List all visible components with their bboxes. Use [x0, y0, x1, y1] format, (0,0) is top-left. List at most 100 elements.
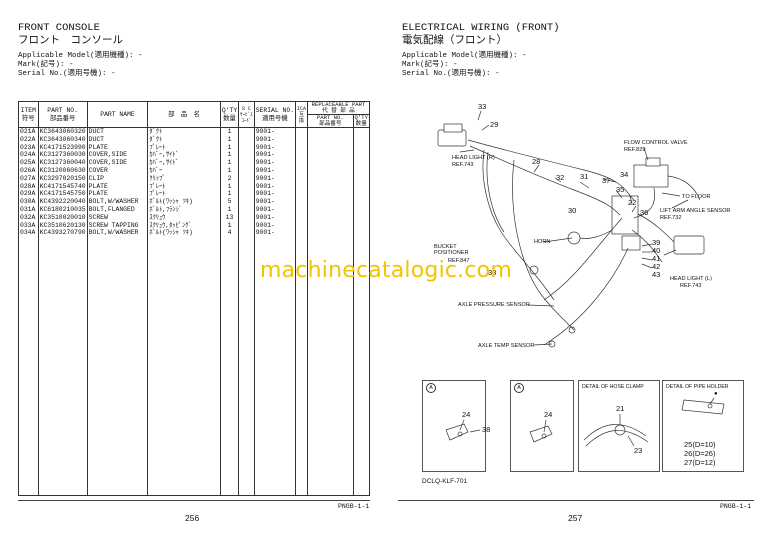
label-ref-743-r: REF.743 [452, 162, 474, 168]
cell-item: 025A [18, 159, 39, 167]
cell-sc [238, 198, 255, 206]
cell-part-no: KC3127360040 [37, 159, 88, 167]
left-page-number: 256 [185, 513, 200, 523]
cell-item: 027A [18, 174, 39, 183]
watermark: machinecatalogic.com [260, 258, 512, 283]
cell-serial: 9001- [253, 213, 297, 222]
label-ref-743-l: REF.743 [680, 283, 702, 289]
cell-part-name: COVER,SIDE [86, 159, 149, 167]
label-ref-829: REF.829 [624, 147, 646, 153]
cell-rp-qty [352, 221, 371, 230]
cell-item: 026A [18, 166, 39, 175]
cell-part-no: KC4393270790 [37, 229, 88, 238]
cell-serial: 9001- [253, 190, 297, 199]
callout-28: 28 [532, 157, 541, 166]
left-serial-no: Serial No.(適用号機): - [18, 70, 116, 78]
cell-rp-qty [352, 159, 371, 167]
right-applicable-model: Applicable Model(適用機種): - [402, 52, 527, 60]
cell-part-name: CLIP [86, 174, 149, 183]
cell-ica [295, 182, 309, 191]
detail-hose-clamp-title: DETAIL OF HOSE CLAMP [582, 384, 644, 390]
callout-40: 40 [652, 246, 661, 255]
cell-part-no: KC3127360030 [37, 151, 88, 160]
cell-ica [295, 229, 309, 238]
cell-qty: 5 [219, 198, 240, 206]
cell-qty: 1 [219, 159, 240, 167]
cell-part-name: COVER [86, 166, 149, 175]
left-title-en: FRONT CONSOLE [18, 22, 100, 34]
cell-part-no: KC4171545750 [37, 190, 88, 199]
header-item: ITEM 符号 [18, 101, 39, 128]
cell-jp-name: ﾌﾟﾚｰﾄ [147, 190, 221, 199]
cell-rp-part-no [307, 229, 354, 238]
cell-item: 023A [18, 143, 39, 152]
cell-part-no: KC3510020010 [37, 213, 88, 222]
left-page-header: FRONT CONSOLE フロント コンソール Applicable Mode… [18, 22, 143, 79]
cell-rp-part-no [307, 190, 354, 199]
cell-ica [295, 221, 309, 230]
cell-part-no: KC6180210035 [37, 205, 88, 214]
cell-rp-qty [352, 127, 371, 136]
callout-36: 36 [640, 208, 649, 217]
detail-pipe-holder-marker: ● [714, 391, 718, 397]
cell-jp-name: ｶﾊﾞｰ,ｻｲﾄﾞ [147, 159, 221, 167]
cell-ica [295, 127, 309, 136]
cell-part-no: KC3643060340 [37, 135, 88, 144]
detail-a1-num-38: 38 [482, 425, 491, 434]
cell-sc [238, 229, 255, 238]
cell-qty: 1 [219, 151, 240, 160]
cell-sc [238, 213, 255, 222]
cell-sc [238, 182, 255, 191]
left-title-jp: フロント コンソール [18, 35, 123, 47]
cell-jp-name: ﾎﾞﾙﾄ(ﾜｯｼｬ ﾂｷ) [147, 198, 221, 206]
cell-part-name: COVER,SIDE [86, 151, 149, 160]
header-jp-name: 部 品 名 [147, 101, 221, 128]
cell-serial: 9001- [253, 151, 297, 160]
cell-sc [238, 151, 255, 160]
cell-part-name: SCREW TAPPING [86, 221, 149, 230]
label-axle-pressure-sensor: AXLE PRESSURE SENSOR [458, 302, 530, 308]
detail-drawings [445, 397, 725, 447]
cell-rp-qty [352, 166, 371, 175]
cell-rp-qty [352, 229, 371, 238]
detail-a1-num-24: 24 [462, 410, 471, 419]
right-footer-line [398, 500, 754, 501]
cell-item: 034A [18, 229, 39, 238]
detail-a2-marker: A [514, 383, 524, 393]
cell-ica [295, 151, 309, 160]
left-applicable-model: Applicable Model(適用機種): - [18, 52, 143, 60]
cell-item: 029A [18, 190, 39, 199]
header-part-no: PART NO. 部品番号 [37, 101, 88, 128]
header-rp-qty: Q'TY 数量 [352, 114, 371, 128]
cell-sc [238, 221, 255, 230]
cell-ica [295, 198, 309, 206]
cell-rp-qty [352, 198, 371, 206]
cell-rp-qty [352, 174, 371, 183]
left-footer-code: PNGB-1-1 [338, 503, 370, 510]
cell-jp-name: ｶﾊﾞｰ [147, 166, 221, 175]
callout-38: 38 [488, 268, 497, 277]
cell-rp-part-no [307, 151, 354, 160]
cell-rp-part-no [307, 205, 354, 214]
cell-rp-part-no [307, 198, 354, 206]
detail-box-hose-clamp [578, 380, 660, 472]
right-mark: Mark(記号): - [402, 61, 458, 69]
header-part-name: PART NAME [86, 101, 149, 128]
label-lift-arm-angle-sensor: LIFT ARM ANGLE SENSOR [660, 208, 731, 214]
detail-pipe-d12: 27(D=12) [684, 458, 716, 467]
cell-ica [295, 174, 309, 183]
cell-part-name: DUCT [86, 127, 149, 136]
detail-hose-num-21: 21 [616, 404, 625, 413]
table-empty-space [18, 237, 371, 497]
callout-41: 41 [652, 254, 661, 263]
cell-rp-qty [352, 205, 371, 214]
cell-qty: 1 [219, 166, 240, 175]
cell-sc [238, 135, 255, 144]
